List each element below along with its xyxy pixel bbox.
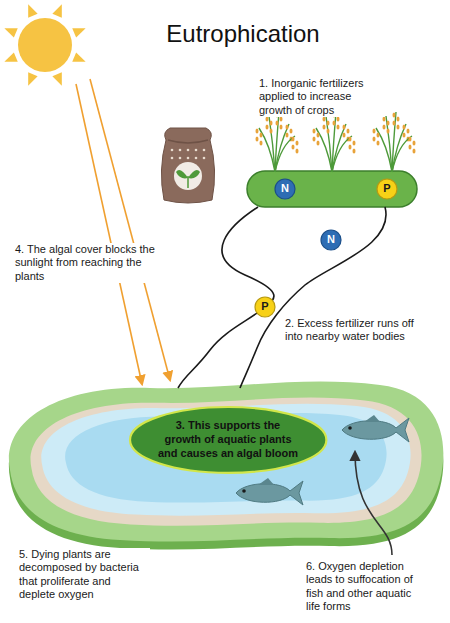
bag-dot xyxy=(179,149,182,152)
bag-dot xyxy=(171,157,174,160)
nutrient-symbol: P xyxy=(383,182,390,196)
phosphorus-circle: P xyxy=(254,296,276,318)
sun-ray xyxy=(4,52,17,61)
crops xyxy=(256,112,416,172)
diagram-title: Eutrophication xyxy=(166,20,319,48)
crop-plant xyxy=(313,112,356,172)
sun-ray xyxy=(72,28,85,37)
fertilizer-bag xyxy=(161,128,214,203)
sun-ray xyxy=(72,52,85,61)
sun-ray xyxy=(52,72,61,85)
bag-dot xyxy=(171,149,174,152)
annotation-label: 2. Excess fertilizer runs off into nearb… xyxy=(284,317,421,344)
annotation-label: 5. Dying plants are decomposed by bacter… xyxy=(18,548,150,602)
bag-dot xyxy=(187,149,190,152)
nutrient-symbol: N xyxy=(281,182,289,196)
nutrient-symbol: N xyxy=(327,233,335,247)
nitrogen-circle: N xyxy=(274,178,296,200)
nutrient-symbol: P xyxy=(261,300,268,314)
annotation-label: 4. The algal cover blocks the sunlight f… xyxy=(14,243,156,283)
bag-dot xyxy=(203,157,206,160)
bag-dot xyxy=(195,157,198,160)
phosphorus-circle: P xyxy=(376,178,398,200)
bag-dot xyxy=(187,157,190,160)
crop-plant xyxy=(256,112,299,172)
crop-plant xyxy=(373,112,416,172)
fish xyxy=(236,478,303,505)
bag-dot xyxy=(179,157,182,160)
bag-dot xyxy=(195,149,198,152)
sun-ray xyxy=(28,72,37,85)
annotation-label: 6. Oxygen depletion leads to suffocation… xyxy=(305,560,429,614)
leader-arrow xyxy=(355,452,392,555)
sunlight-ray xyxy=(76,84,142,384)
bag-dot xyxy=(203,149,206,152)
sun-ray xyxy=(52,4,61,17)
fish xyxy=(342,415,409,442)
algal-bloom-ellipse: 3. This supports the growth of aquatic p… xyxy=(129,406,327,474)
sunlight-ray xyxy=(90,79,170,380)
sun-ray xyxy=(28,4,37,17)
nitrogen-circle: N xyxy=(320,229,342,251)
sun xyxy=(4,4,85,85)
runoff-line xyxy=(240,207,386,388)
sun-ray xyxy=(4,28,17,37)
runoff-line xyxy=(178,207,274,388)
annotation-label: 1. Inorganic fertilizers applied to incr… xyxy=(258,77,385,117)
field xyxy=(247,171,417,207)
step-text: 3. This supports the growth of aquatic p… xyxy=(158,419,298,460)
